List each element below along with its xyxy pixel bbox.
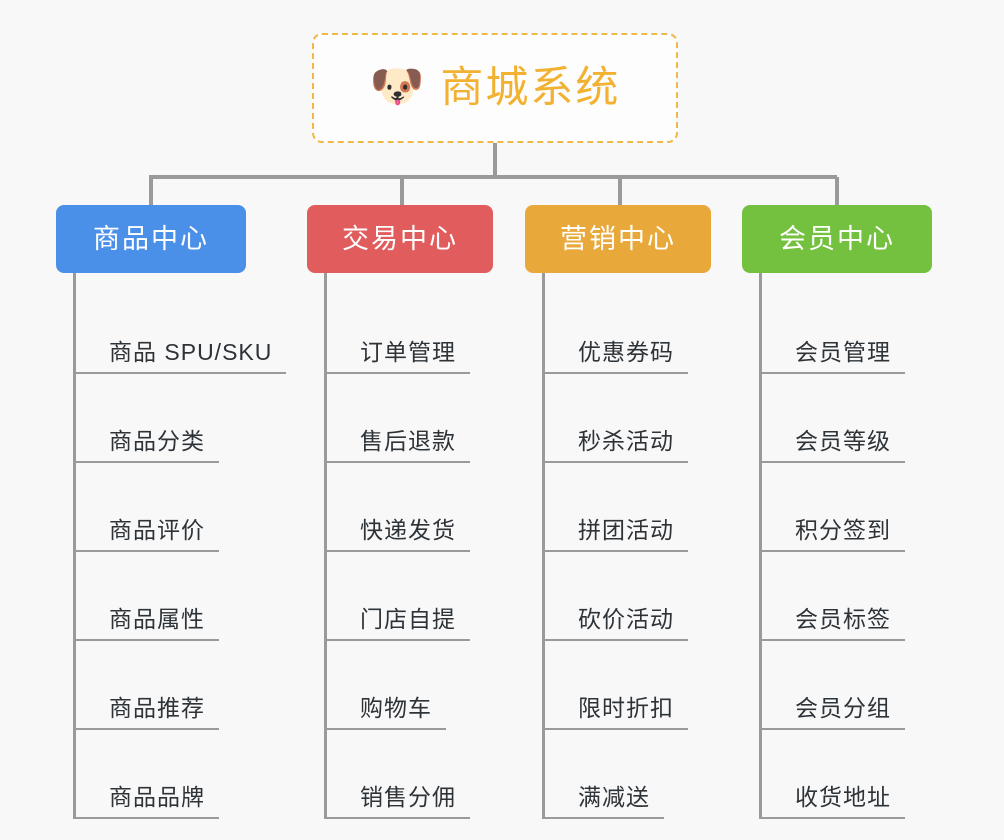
leaf-item[interactable]: 销售分佣 [327,730,493,819]
leaf-item[interactable]: 售后退款 [327,374,493,463]
leaf-label: 商品属性 [109,605,205,632]
leaf-label: 商品品牌 [109,783,205,810]
category-box-1[interactable]: 商品中心 [56,205,246,273]
leaf-item[interactable]: 砍价活动 [545,552,711,641]
leaf-label: 收货地址 [795,783,891,810]
connector-horizontal-bus [149,175,837,179]
leaf-item[interactable]: 购物车 [327,641,493,730]
leaf-list-3: 优惠券码 秒杀活动 拼团活动 砍价活动 限时折扣 满减送 [542,273,711,819]
leaf-label: 商品分类 [109,427,205,454]
leaf-list-4: 会员管理 会员等级 积分签到 会员标签 会员分组 收货地址 [759,273,932,819]
leaf-label: 限时折扣 [578,694,674,721]
leaf-label: 优惠券码 [578,338,674,365]
branch-column-3: 营销中心 优惠券码 秒杀活动 拼团活动 砍价活动 限时折扣 满减送 [525,205,711,819]
connector-drop-3 [618,177,622,205]
leaf-item[interactable]: 门店自提 [327,552,493,641]
leaf-label: 购物车 [360,694,432,721]
leaf-label: 门店自提 [360,605,456,632]
leaf-item[interactable]: 会员等级 [762,374,932,463]
leaf-item[interactable]: 积分签到 [762,463,932,552]
leaf-item[interactable]: 商品评价 [76,463,246,552]
leaf-item[interactable]: 秒杀活动 [545,374,711,463]
root-node[interactable]: 🐶 商城系统 [312,33,678,143]
leaf-label: 订单管理 [360,338,456,365]
leaf-label: 会员分组 [795,694,891,721]
leaf-label: 售后退款 [360,427,456,454]
leaf-label: 会员管理 [795,338,891,365]
connector-drop-1 [149,177,153,205]
root-title: 商城系统 [440,63,621,112]
leaf-item[interactable]: 订单管理 [327,285,493,374]
category-box-4[interactable]: 会员中心 [742,205,932,273]
leaf-list-1: 商品 SPU/SKU 商品分类 商品评价 商品属性 商品推荐 商品品牌 [73,273,287,819]
leaf-label: 商品 SPU/SKU [109,338,273,365]
leaf-item[interactable]: 快递发货 [327,463,493,552]
leaf-label: 砍价活动 [578,605,674,632]
leaf-item[interactable]: 限时折扣 [545,641,711,730]
category-label-3: 营销中心 [560,223,676,254]
leaf-label: 拼团活动 [578,516,674,543]
leaf-item[interactable]: 商品 SPU/SKU [76,285,287,374]
leaf-item[interactable]: 收货地址 [762,730,932,819]
branch-column-2: 交易中心 订单管理 售后退款 快递发货 门店自提 购物车 销售分佣 [307,205,493,819]
category-box-2[interactable]: 交易中心 [307,205,493,273]
category-label-2: 交易中心 [342,223,458,254]
leaf-label: 商品评价 [109,516,205,543]
leaf-item[interactable]: 拼团活动 [545,463,711,552]
branch-column-1: 商品中心 商品 SPU/SKU 商品分类 商品评价 商品属性 商品推荐 商品品牌 [56,205,287,819]
leaf-item[interactable]: 会员分组 [762,641,932,730]
leaf-item[interactable]: 会员标签 [762,552,932,641]
leaf-label: 满减送 [578,783,650,810]
leaf-item[interactable]: 商品推荐 [76,641,246,730]
leaf-item[interactable]: 会员管理 [762,285,932,374]
branch-column-4: 会员中心 会员管理 会员等级 积分签到 会员标签 会员分组 收货地址 [742,205,932,819]
leaf-item[interactable]: 优惠券码 [545,285,711,374]
connector-root-stem [493,143,497,177]
connector-drop-2 [400,177,404,205]
leaf-label: 快递发货 [360,516,456,543]
dog-face-icon: 🐶 [369,62,425,111]
leaf-label: 商品推荐 [109,694,205,721]
leaf-item[interactable]: 满减送 [545,730,711,819]
leaf-label: 会员等级 [795,427,891,454]
leaf-label: 积分签到 [795,516,891,543]
connector-drop-4 [835,177,839,205]
leaf-list-2: 订单管理 售后退款 快递发货 门店自提 购物车 销售分佣 [324,273,493,819]
leaf-item[interactable]: 商品属性 [76,552,246,641]
leaf-item[interactable]: 商品品牌 [76,730,246,819]
category-label-1: 商品中心 [93,223,209,254]
leaf-label: 秒杀活动 [578,427,674,454]
leaf-label: 销售分佣 [360,783,456,810]
category-label-4: 会员中心 [779,223,895,254]
category-box-3[interactable]: 营销中心 [525,205,711,273]
leaf-label: 会员标签 [795,605,891,632]
leaf-item[interactable]: 商品分类 [76,374,246,463]
